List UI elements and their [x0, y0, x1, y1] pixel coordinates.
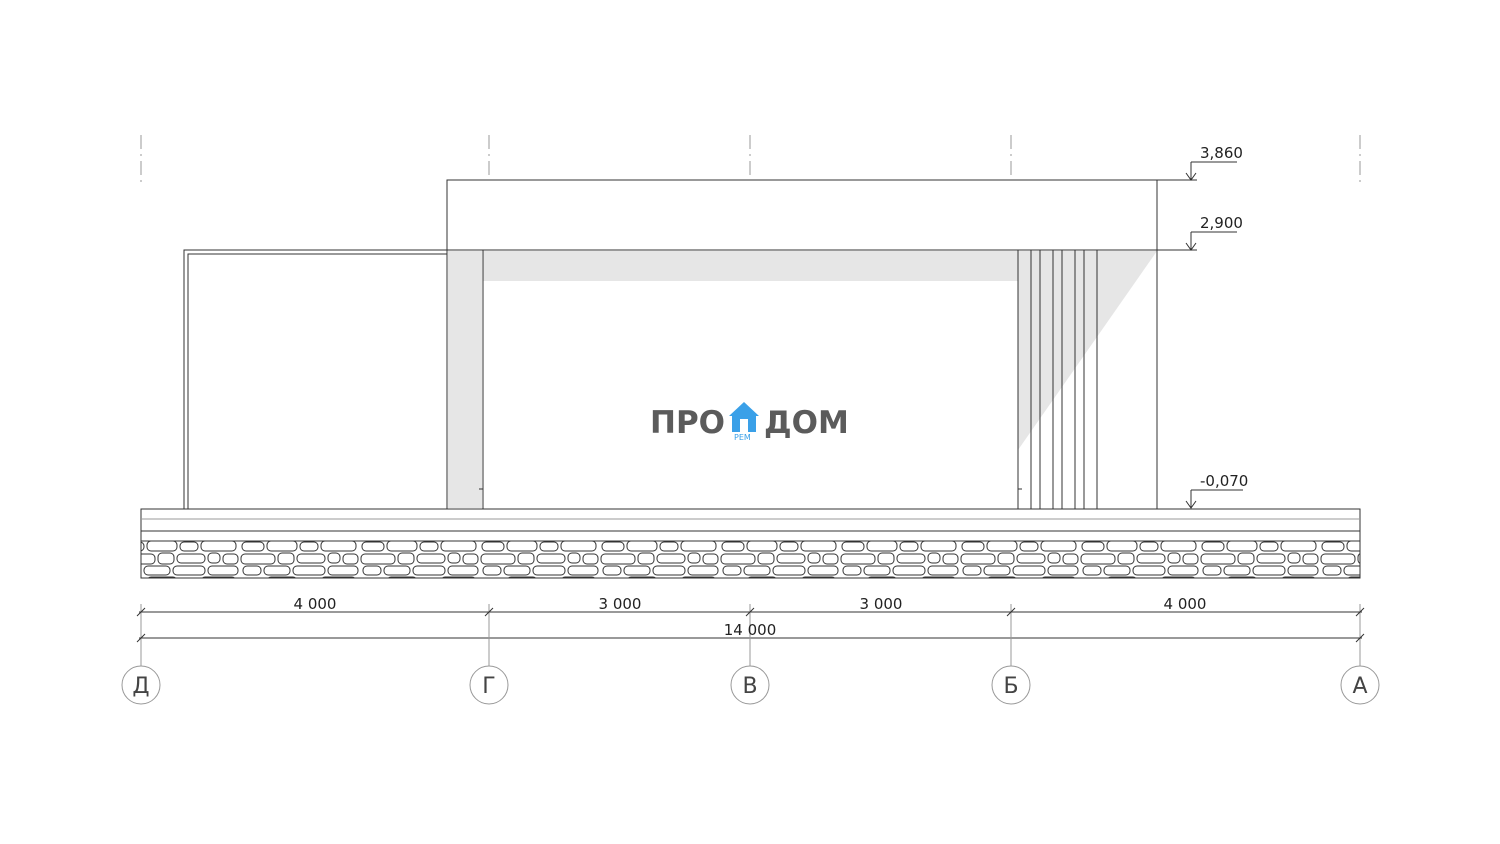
axis-bubble-g — [469, 665, 509, 705]
upper-block — [446, 179, 1158, 251]
foundation-slab — [140, 508, 1361, 542]
level-label-ground: -0,070 — [1200, 472, 1248, 490]
axis-label-b: Б — [1003, 674, 1018, 699]
axis-label-g: Г — [482, 674, 495, 699]
dim-label-span-1: 4 000 — [294, 595, 337, 613]
dim-label-span-2: 3 000 — [599, 595, 642, 613]
level-marker-ground — [1185, 489, 1243, 509]
axis-bubbles — [121, 665, 1380, 705]
upper-volume — [446, 179, 1158, 251]
logo: ПРО РЕМ ДОМ — [650, 402, 849, 442]
column-shade — [448, 251, 482, 508]
level-label-ridge: 3,860 — [1200, 144, 1243, 162]
level-marker-ridge — [1157, 161, 1237, 181]
axis-bubble-v — [730, 665, 770, 705]
axis-label-a: А — [1352, 674, 1367, 699]
soffit-shade — [483, 251, 1018, 281]
logo-text-left: ПРО — [650, 405, 725, 441]
axis-label-d: Д — [132, 674, 149, 699]
dim-label-span-4: 4 000 — [1164, 595, 1207, 613]
left-wing — [183, 249, 447, 509]
logo-sub-text: РЕМ — [734, 433, 751, 442]
vertical-slats — [1017, 250, 1098, 509]
axis-bubble-a — [1340, 665, 1380, 705]
axis-bubble-b — [991, 665, 1031, 705]
dim-label-span-3: 3 000 — [860, 595, 903, 613]
axis-label-v: В — [742, 674, 757, 699]
dim-label-total: 14 000 — [724, 621, 777, 639]
stone-base — [140, 540, 1361, 579]
house-icon — [729, 402, 759, 432]
main-facade — [418, 180, 1197, 509]
dimension-lines — [136, 604, 1365, 646]
level-label-eave: 2,900 — [1200, 214, 1243, 232]
shading — [448, 251, 1157, 508]
level-markers — [1157, 161, 1243, 509]
foundation — [140, 508, 1361, 579]
corner-shade — [1018, 251, 1157, 450]
axis-lines-bottom — [140, 620, 1361, 666]
axis-lines-top — [140, 135, 1361, 182]
axis-bubble-d — [121, 665, 161, 705]
level-marker-eave — [1185, 231, 1237, 251]
logo-text-right: ДОМ — [764, 405, 849, 441]
